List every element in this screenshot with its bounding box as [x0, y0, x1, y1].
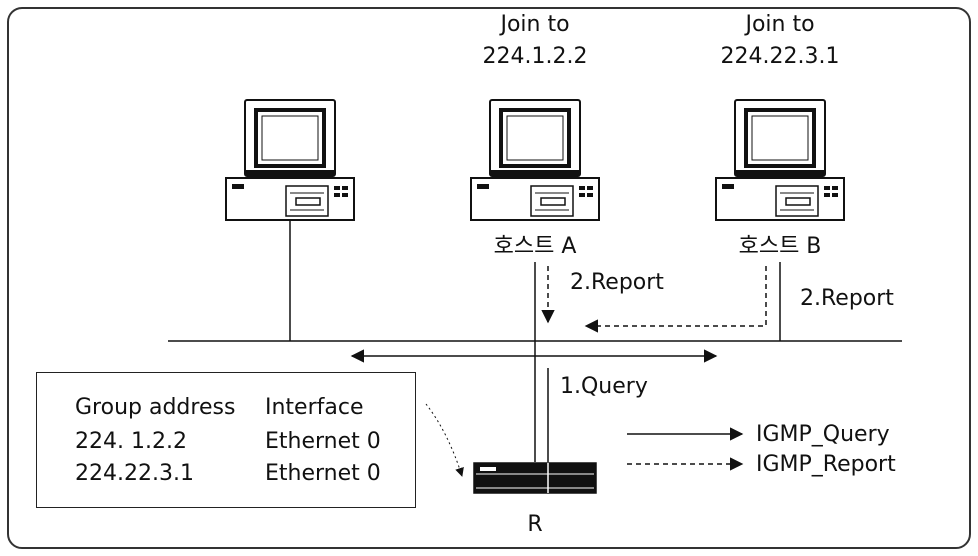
query-label: 1.Query	[560, 374, 648, 399]
table-cell-interface: Ethernet 0	[265, 461, 381, 486]
report-arrow-b	[584, 266, 767, 333]
host-b-join-line1: Join to	[745, 12, 815, 37]
legend-report-label: IGMP_Report	[756, 452, 896, 477]
table-cell-group: 224.22.3.1	[75, 461, 194, 486]
computer-icon	[714, 98, 846, 222]
group-table: Group address Interface 224. 1.2.2 Ether…	[36, 372, 416, 508]
table-cell-interface: Ethernet 0	[265, 429, 381, 454]
report-a-label: 2.Report	[570, 270, 664, 295]
host-b-join-line2: 224.22.3.1	[720, 44, 840, 69]
legend-query-label: IGMP_Query	[756, 422, 890, 447]
host-a-join-line2: 224.1.2.2	[482, 44, 588, 69]
router-label: R	[527, 512, 543, 537]
table-pointer	[425, 403, 464, 477]
host-a-join-line1: Join to	[500, 12, 570, 37]
host-a-name: 호스트 A	[470, 234, 600, 260]
table-header-group: Group address	[75, 395, 236, 420]
router-icon	[473, 462, 597, 494]
table-cell-group: 224. 1.2.2	[75, 429, 187, 454]
host-b-name: 호스트 B	[715, 234, 845, 260]
computer-icon	[224, 98, 356, 222]
table-header-interface: Interface	[265, 395, 364, 420]
report-b-label: 2.Report	[800, 286, 894, 311]
computer-icon	[469, 98, 601, 222]
outer-frame	[7, 7, 971, 549]
